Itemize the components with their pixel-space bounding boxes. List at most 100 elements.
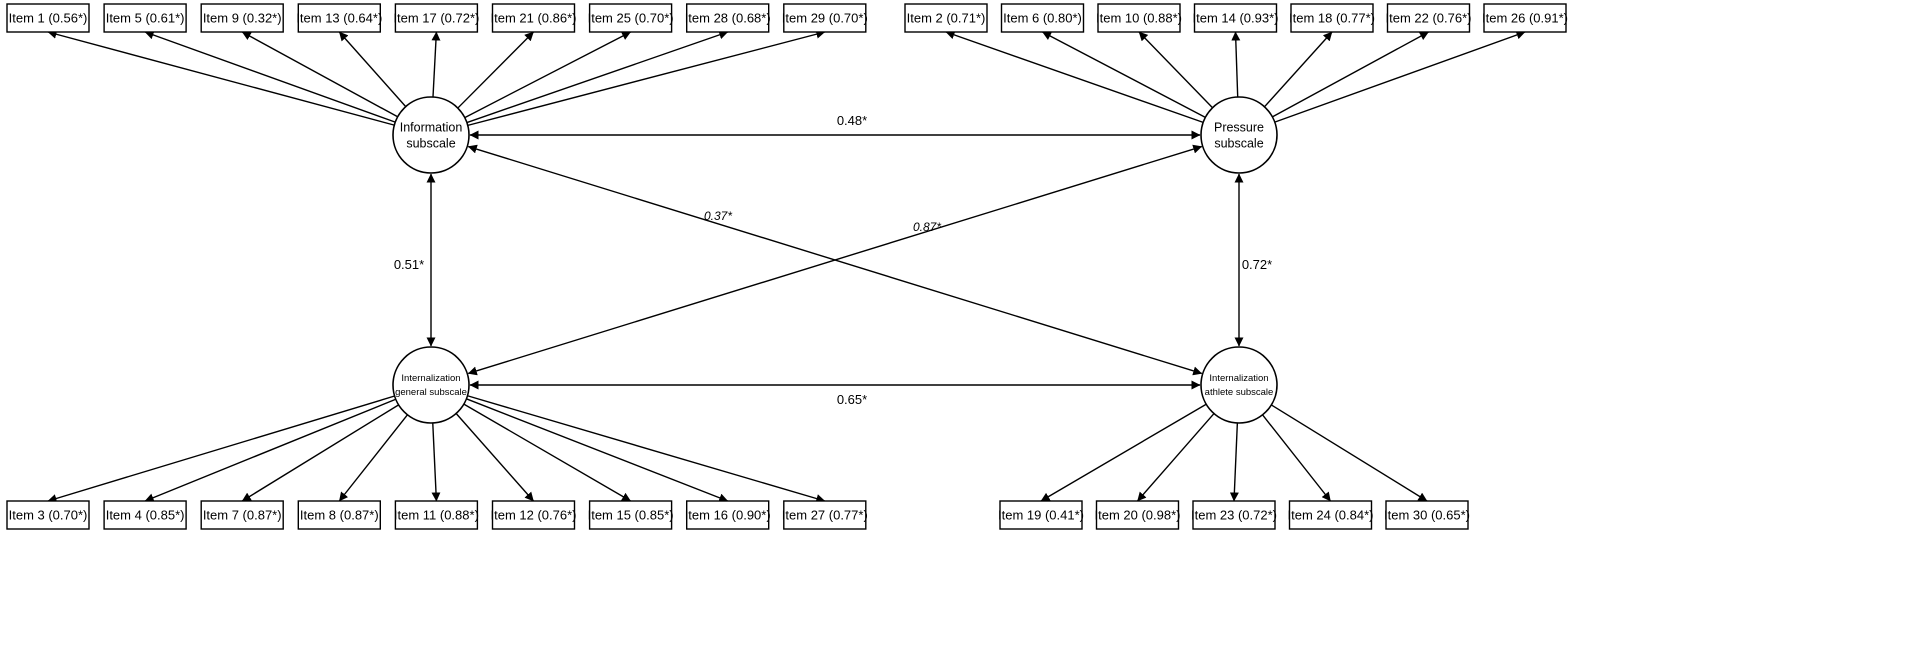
- item-label-item-18: Item 18 (0.77*): [1289, 11, 1375, 26]
- loading-arrow-item-5: [144, 30, 396, 123]
- item-label-item-4: Item 4 (0.85*): [106, 508, 185, 523]
- item-box-item-1: [6, 3, 90, 33]
- loading-arrow-item-11: [431, 422, 441, 502]
- loading-arrow-item-19: [1040, 403, 1207, 502]
- item-label-item-15: Item 15 (0.85*): [588, 508, 674, 523]
- factor-circle-int-general: [392, 346, 470, 424]
- loading-arrow-item-12: [455, 413, 535, 502]
- item-box-item-7: [200, 500, 284, 530]
- item-box-item-8: [297, 500, 381, 530]
- item-box-item-28: [686, 3, 770, 33]
- item-box-item-4: [103, 500, 187, 530]
- item-box-item-30: [1385, 500, 1469, 530]
- item-box-item-27: [783, 500, 867, 530]
- loading-arrow-item-2: [945, 30, 1204, 124]
- item-label-item-2: Item 2 (0.71*): [907, 11, 986, 26]
- item-box-item-16: [686, 500, 770, 530]
- item-label-item-28: Item 28 (0.68*): [685, 11, 771, 26]
- item-label-item-27: Item 27 (0.77*): [782, 508, 868, 523]
- factor-label-pressure-line-2: subscale: [1214, 137, 1263, 151]
- item-label-item-21: Item 21 (0.86*): [491, 11, 577, 26]
- loading-arrow-item-3: [47, 395, 395, 503]
- correlation-label-info-int-general: 0.51*: [394, 257, 424, 272]
- item-label-item-24: Item 24 (0.84*): [1288, 508, 1374, 523]
- item-label-item-1: Item 1 (0.56*): [9, 11, 88, 26]
- loading-arrow-item-23: [1229, 422, 1239, 502]
- factor-circle-info: [392, 96, 470, 174]
- factor-label-pressure-line-1: Pressure: [1214, 121, 1264, 135]
- item-label-item-16: Item 16 (0.90*): [685, 508, 771, 523]
- correlation-label-pressure-int-athlete: 0.72*: [1242, 257, 1272, 272]
- correlation-label-info-pressure: 0.48*: [837, 113, 867, 128]
- item-box-item-23: [1192, 500, 1276, 530]
- item-label-item-29: Item 29 (0.70*): [782, 11, 868, 26]
- item-box-item-25: [588, 3, 673, 33]
- loading-arrow-item-27: [467, 395, 826, 503]
- loading-arrow-item-13: [338, 31, 407, 108]
- loading-arrow-item-4: [144, 398, 397, 502]
- item-box-item-11: [394, 500, 479, 530]
- loading-arrow-item-29: [467, 29, 826, 127]
- factor-label-int-general-line-1: Internalization: [401, 373, 460, 384]
- item-box-item-19: [999, 500, 1083, 530]
- factor-label-int-athlete-line-1: Internalization: [1209, 373, 1268, 384]
- loading-arrow-item-18: [1263, 31, 1333, 108]
- item-box-item-9: [200, 3, 284, 33]
- item-box-item-24: [1288, 500, 1373, 530]
- item-box-item-12: [491, 500, 576, 530]
- correlation-label-pressure-int-general: 0.87*: [913, 220, 941, 234]
- item-box-item-5: [103, 3, 187, 33]
- item-label-item-6: Item 6 (0.80*): [1003, 11, 1082, 26]
- loading-arrow-item-15: [463, 403, 631, 502]
- loading-arrow-item-10: [1138, 31, 1214, 109]
- correlation-label-int-general-int-athlete: 0.65*: [837, 392, 867, 407]
- loading-arrow-item-26: [1274, 30, 1526, 123]
- item-label-item-17: Item 17 (0.72*): [393, 11, 479, 26]
- item-box-item-17: [394, 3, 479, 33]
- item-label-item-20: Item 20 (0.98*): [1095, 508, 1181, 523]
- item-box-item-26: [1483, 3, 1567, 33]
- factor-label-int-general-line-2: general subscale: [395, 387, 467, 398]
- item-label-item-14: Item 14 (0.93*): [1193, 11, 1279, 26]
- factor-circle-int-athlete: [1200, 346, 1278, 424]
- loading-arrow-item-16: [466, 398, 729, 503]
- factor-circle-pressure: [1200, 96, 1278, 174]
- item-box-item-6: [1000, 3, 1085, 33]
- item-box-item-14: [1193, 3, 1278, 33]
- loading-arrow-item-7: [241, 404, 399, 502]
- item-label-item-12: Item 12 (0.76*): [491, 508, 577, 523]
- correlation-arrow-pressure-int-general: [467, 144, 1203, 376]
- factor-label-info-line-2: subscale: [406, 137, 455, 151]
- item-box-item-10: [1097, 3, 1181, 33]
- loading-arrow-item-22: [1272, 31, 1429, 118]
- item-label-item-25: Item 25 (0.70*): [588, 11, 674, 26]
- item-label-item-22: Item 22 (0.76*): [1386, 11, 1472, 26]
- item-label-item-5: Item 5 (0.61*): [106, 11, 185, 26]
- item-box-item-13: [297, 3, 381, 33]
- item-label-item-13: Item 13 (0.64*): [296, 11, 382, 26]
- item-label-item-7: Item 7 (0.87*): [203, 508, 282, 523]
- loading-arrow-item-14: [1231, 31, 1241, 98]
- item-label-item-30: Item 30 (0.65*): [1384, 508, 1470, 523]
- loading-arrow-item-30: [1270, 404, 1428, 502]
- loading-arrow-item-8: [338, 414, 408, 502]
- item-label-item-10: Item 10 (0.88*): [1096, 11, 1182, 26]
- item-box-item-3: [6, 500, 90, 530]
- item-label-item-23: Item 23 (0.72*): [1191, 508, 1277, 523]
- loading-arrow-item-6: [1042, 31, 1206, 118]
- item-label-item-3: Item 3 (0.70*): [9, 508, 88, 523]
- loading-arrow-item-28: [466, 30, 729, 124]
- item-box-item-15: [588, 500, 673, 530]
- loading-arrow-item-9: [241, 31, 398, 118]
- item-label-item-11: Item 11 (0.88*): [394, 508, 479, 523]
- item-box-item-20: [1095, 500, 1180, 530]
- loading-arrow-item-21: [457, 31, 534, 109]
- item-label-item-26: Item 26 (0.91*): [1482, 11, 1568, 26]
- item-box-item-22: [1386, 3, 1471, 33]
- loading-arrow-item-25: [464, 31, 631, 119]
- item-box-item-18: [1290, 3, 1374, 33]
- item-label-item-9: Item 9 (0.32*): [203, 11, 282, 26]
- item-label-item-19: Item 19 (0.41*): [998, 508, 1084, 523]
- loading-arrow-item-20: [1136, 413, 1215, 502]
